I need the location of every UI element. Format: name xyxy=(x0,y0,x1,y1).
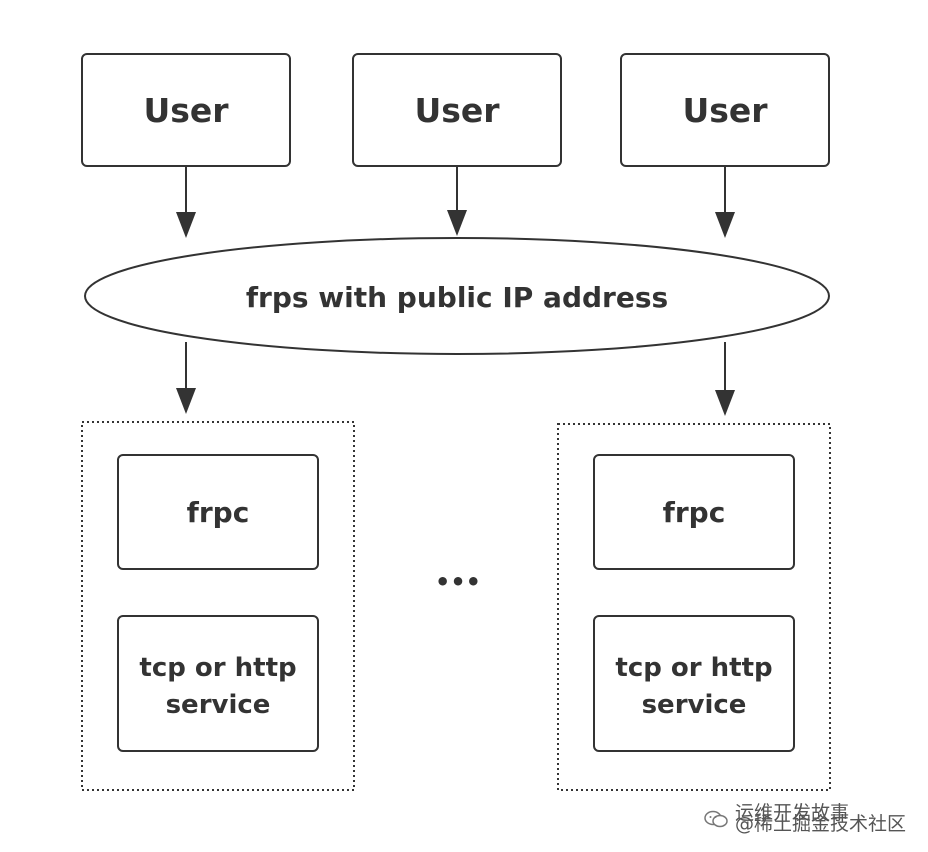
user-label: User xyxy=(414,91,500,130)
service-label-line2: service xyxy=(642,690,747,720)
service-node: tcp or http service xyxy=(117,615,319,752)
user-node-1: User xyxy=(81,53,291,167)
frpc-label: frpc xyxy=(187,496,250,529)
watermark-line1: 运维开发故事 xyxy=(734,802,849,824)
service-label-line1: tcp or http xyxy=(615,653,772,683)
arrow-user2-to-server xyxy=(447,166,467,236)
frps-server-node: frps with public IP address xyxy=(84,237,830,355)
frpc-label: frpc xyxy=(663,496,726,529)
arrow-server-to-client1 xyxy=(176,342,196,414)
wechat-icon xyxy=(704,810,728,828)
service-label-line2: service xyxy=(166,690,271,720)
user-label: User xyxy=(682,91,768,130)
user-node-3: User xyxy=(620,53,830,167)
frpc-node: frpc xyxy=(593,454,795,570)
ellipsis: ••• xyxy=(435,568,481,596)
service-label-line1: tcp or http xyxy=(139,653,296,683)
frpc-node: frpc xyxy=(117,454,319,570)
watermark-line2: @稀土掘金技术社区 xyxy=(734,813,906,835)
client-group-2: frpc tcp or http service xyxy=(557,423,831,791)
watermark: 运维开发故事 @稀土掘金技术社区 xyxy=(703,802,906,835)
client-group-1: frpc tcp or http service xyxy=(81,421,355,791)
user-label: User xyxy=(143,91,229,130)
user-node-2: User xyxy=(352,53,562,167)
service-node: tcp or http service xyxy=(593,615,795,752)
server-label: frps with public IP address xyxy=(246,281,668,314)
arrow-user3-to-server xyxy=(715,166,735,238)
arrow-user1-to-server xyxy=(176,166,196,238)
arrow-server-to-client2 xyxy=(715,342,735,416)
